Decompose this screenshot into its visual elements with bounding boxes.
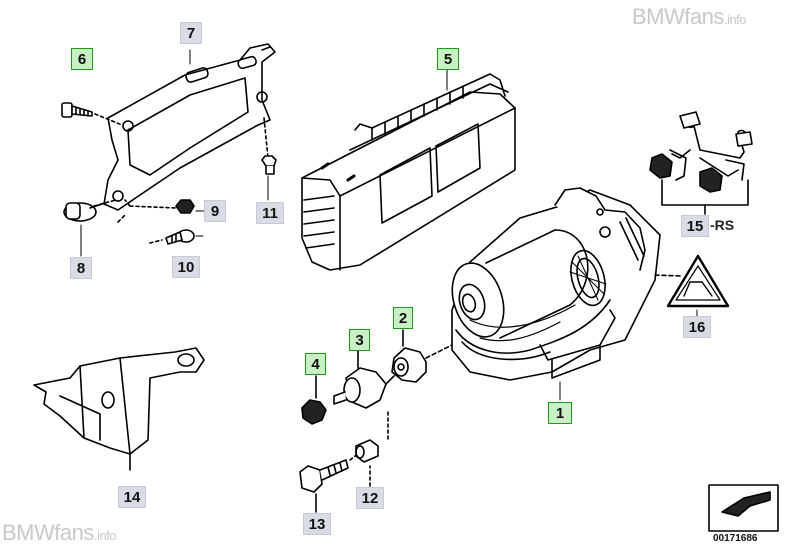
sleeve-part-12 [355,411,389,487]
callout-11[interactable]: 11 [256,202,284,224]
callout-4[interactable]: 4 [305,353,326,375]
callout-12[interactable]: 12 [356,487,384,509]
callout-10[interactable]: 10 [172,256,200,278]
screw-part-11 [261,117,277,175]
bolt-part-6 [61,102,123,126]
callout-7[interactable]: 7 [180,22,202,44]
bolt-part-13 [299,455,356,513]
control-unit-part-5 [301,73,516,271]
bracket-part-14 [33,347,205,471]
callout-3[interactable]: 3 [349,329,370,351]
callout-14[interactable]: 14 [118,486,146,508]
bolt-part-8 [63,199,117,222]
bushing-part-3 [333,349,395,409]
callout-1[interactable]: 1 [548,402,572,424]
callout-13[interactable]: 13 [303,513,331,535]
callout-2[interactable]: 2 [393,307,413,329]
watermark-top: BMWfans.info [632,4,746,29]
bracket-part-7 [103,43,276,211]
callout-15-suffix: -RS [710,217,735,233]
leader-lines [80,49,698,401]
callout-8[interactable]: 8 [70,257,92,279]
callout-9[interactable]: 9 [204,200,226,222]
callout-5[interactable]: 5 [437,48,459,70]
warning-label-part-16 [666,254,730,308]
sleeve-part-2 [391,329,453,383]
reference-box-icon [708,484,779,532]
callout-6[interactable]: 6 [71,48,93,70]
nut-part-4 [301,375,327,425]
diagram-reference-number: 00171686 [713,533,758,544]
actuator-motor-part-1 [451,187,681,381]
nut-part-9 [124,199,195,214]
callout-16[interactable]: 16 [683,316,711,338]
watermark-bottom: BMWfans.info [2,520,116,545]
bolt-part-10 [117,214,195,245]
hose-clip-part-15 [649,111,753,215]
callout-15[interactable]: 15 [681,215,709,237]
